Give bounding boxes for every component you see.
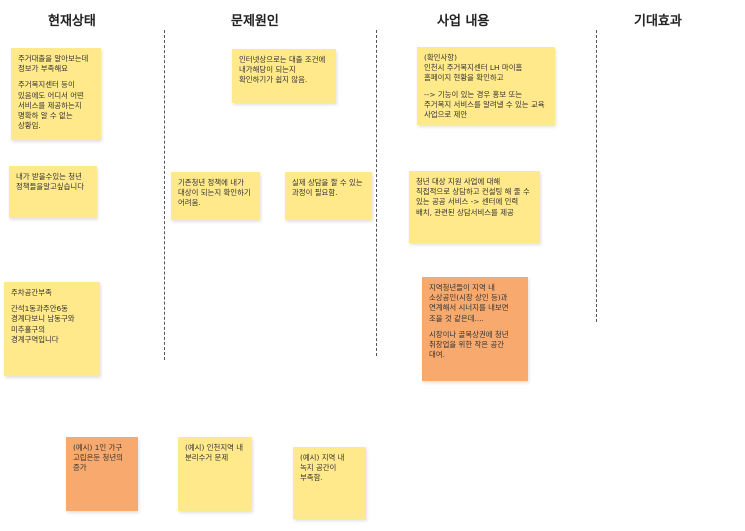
sticky-note-youth-support-counsel[interactable]: 청년 대상 지원 사업에 대해 직접적으로 상담하고 컨설팅 해 줄 수 있는 … — [409, 171, 540, 243]
sticky-note-parking-lack[interactable]: 주차공간부족 간석1동과주안6동 경계다보니 남동구와 미추홀구의 경계구역입니… — [4, 282, 100, 376]
sticky-note-housing-loan[interactable]: 주거대출을 알아보는데 정보가 부족해요 주거복지센터 등이 있음에도 어디서 … — [11, 48, 101, 140]
column-divider-1 — [164, 30, 165, 360]
sticky-note-example-green-space[interactable]: (예시) 지역 내 녹지 공간이 부족함. — [293, 447, 366, 519]
note-text: (확인사항) 인천시 주거복지센터 LH 마이홈 홈페이지 현황을 확인하고 — [424, 53, 523, 83]
note-text: 기존청년 정책에 내가 대상이 되는지 확인하기 어려움. — [178, 178, 254, 208]
note-text: 주거대출을 알아보는데 정보가 부족해요 — [18, 54, 91, 74]
note-text: 주거복지센터 등이 있음에도 어디서 어떤 서비스를 제공하는지 명확하 알 수… — [18, 80, 87, 131]
column-header-expected-effect: 기대효과 — [634, 14, 682, 29]
sticky-note-real-counsel[interactable]: 실제 상담을 할 수 있는 과정이 필요함. — [285, 172, 372, 220]
sticky-note-existing-policy-check[interactable]: 기존청년 정책에 내가 대상이 되는지 확인하기 어려움. — [171, 172, 260, 220]
note-text: 시장이나 골목상권에 청년 취창업을 위한 작은 공간 대여. — [429, 329, 511, 360]
note-text: 청년 대상 지원 사업에 대해 직접적으로 상담하고 컨설팅 해 줄 수 있는 … — [416, 177, 533, 217]
note-text: 인터넷상으로는 대출 조건에 내가해당이 되는지 확인하기가 쉽지 않음. — [239, 55, 328, 85]
sticky-note-example-incheon-recycle[interactable]: (예시) 인천지역 내 분리수거 문제 — [178, 437, 252, 511]
note-text: --> 기능이 있는 경우 홍보 또는 주거복지 서비스를 알려낼 수 있는 교… — [424, 89, 547, 120]
note-text: (예시) 인천지역 내 분리수거 문제 — [185, 443, 246, 463]
note-text: 내가 받을수있는 청년 정책들을알고싶습니다 — [16, 172, 85, 192]
sticky-note-policy-known[interactable]: 내가 받을수있는 청년 정책들을알고싶습니다 — [9, 166, 97, 218]
note-text: 간석1동과주안6동 경계다보니 남동구와 미추홀구의 경계구역입니다 — [11, 304, 77, 344]
note-text: 지역청년들이 지역 내 소상공인(시장 상인 등)과 연계해서 시너지를 내보면… — [429, 283, 511, 323]
note-text: 실제 상담을 할 수 있는 과정이 필요함. — [292, 178, 365, 198]
column-divider-3 — [596, 30, 597, 322]
column-header-current-state: 현재상태 — [48, 14, 96, 29]
note-text: 주차공간부족 — [11, 288, 52, 297]
sticky-note-example-single-household[interactable]: (예시) 1인 가구 고립은둔 청년의 증가 — [66, 437, 138, 511]
note-text: (예시) 1인 가구 고립은둔 청년의 증가 — [73, 443, 126, 473]
column-header-problem-cause: 문제원인 — [231, 14, 279, 29]
sticky-note-online-loan-check[interactable]: 인터넷상으로는 대출 조건에 내가해당이 되는지 확인하기가 쉽지 않음. — [232, 49, 336, 103]
sticky-note-local-merchants[interactable]: 지역청년들이 지역 내 소상공인(시장 상인 등)과 연계해서 시너지를 내보면… — [422, 277, 528, 381]
column-header-business-content: 사업 내용 — [437, 14, 490, 29]
sticky-note-check-items[interactable]: (확인사항) 인천시 주거복지센터 LH 마이홈 홈페이지 현황을 확인하고 -… — [417, 47, 555, 125]
note-text: (예시) 지역 내 녹지 공간이 부족함. — [300, 453, 347, 483]
column-divider-2 — [376, 30, 377, 356]
